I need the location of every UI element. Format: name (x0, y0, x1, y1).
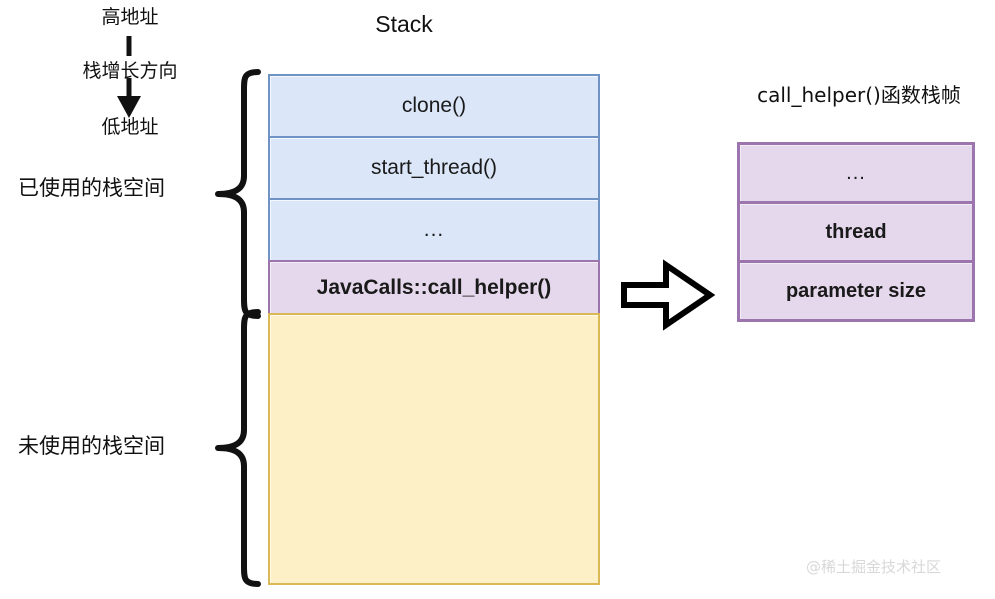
frame-row: ... (737, 142, 975, 204)
unused-stack-space-label: 未使用的栈空间 (18, 434, 165, 458)
stack-title: Stack (375, 11, 433, 37)
curly-brace-unused-icon (215, 309, 261, 587)
stack-row-call-helper: JavaCalls::call_helper() (268, 260, 600, 315)
stack-row-label: JavaCalls::call_helper() (316, 275, 552, 299)
stack-row-label: start_thread() (370, 156, 498, 179)
stack-row-label: clone() (401, 94, 467, 117)
call-helper-frame-title: call_helper()函数栈帧 (757, 83, 961, 107)
watermark: @稀土掘金技术社区 (806, 558, 942, 576)
stack-row-label: ... (423, 218, 445, 241)
stack-column: clone() start_thread() ... JavaCalls::ca… (268, 74, 600, 585)
used-stack-space-label: 已使用的栈空间 (18, 176, 165, 200)
block-arrow-right-icon (621, 259, 716, 331)
stack-growth-direction-label: 栈增长方向 (82, 60, 178, 82)
frame-row-label: ... (846, 161, 866, 184)
low-address-label: 低地址 (101, 116, 159, 138)
stack-row: start_thread() (268, 136, 600, 200)
stack-row: ... (268, 198, 600, 262)
stack-row-unused (268, 313, 600, 585)
stack-row: clone() (268, 74, 600, 138)
call-helper-frame-column: ... thread parameter size (737, 142, 975, 322)
high-address-label: 高地址 (101, 6, 159, 28)
frame-row-label: thread (825, 220, 887, 243)
frame-row-label: parameter size (785, 279, 927, 302)
frame-row: parameter size (737, 260, 975, 322)
frame-row: thread (737, 201, 975, 263)
down-arrow-icon (117, 36, 141, 118)
curly-brace-used-icon (215, 69, 261, 319)
